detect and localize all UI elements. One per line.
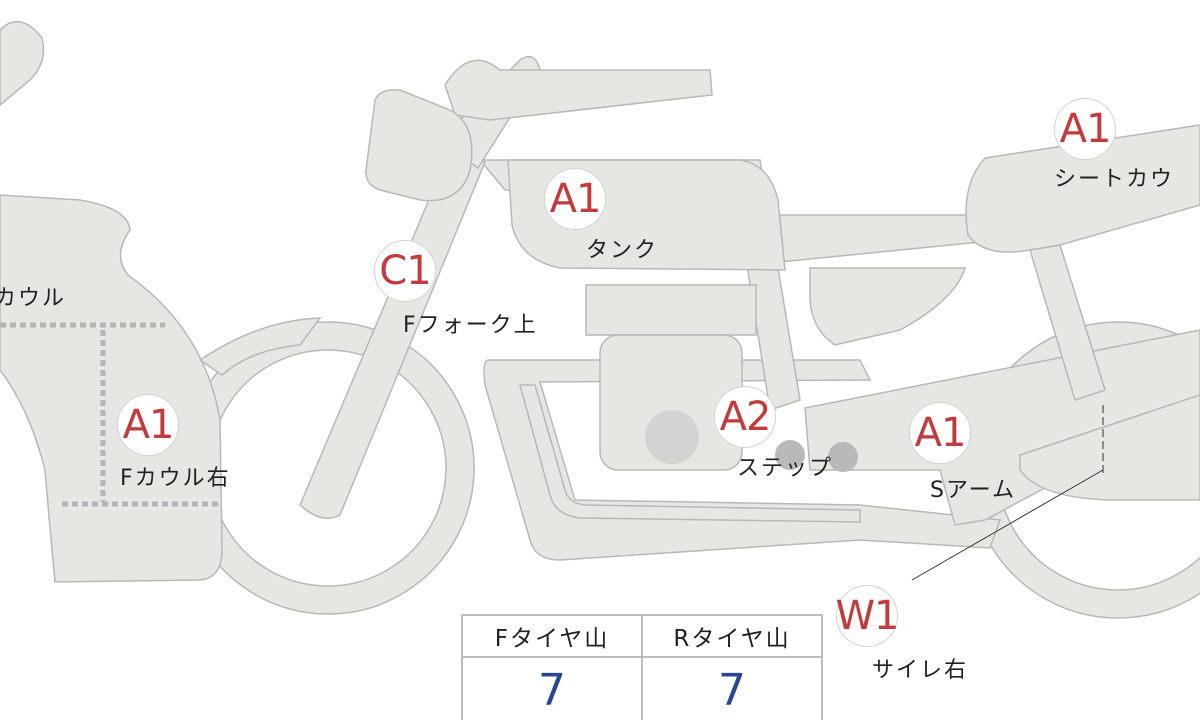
- headlight: [365, 88, 473, 202]
- side-cover: [809, 267, 967, 346]
- front-cowl: [0, 194, 223, 583]
- front-fender: [198, 317, 322, 376]
- handlebar: [444, 59, 713, 121]
- frame-inner: [519, 384, 861, 523]
- cowl-zone-dotted: [0, 322, 222, 507]
- mirror: [0, 21, 45, 106]
- value-rear-tire: 7: [641, 656, 823, 720]
- badge-step[interactable]: A2: [714, 386, 776, 448]
- badge-ffork-upper[interactable]: C1: [374, 240, 436, 302]
- header-front-tire: Fタイヤ山: [461, 614, 643, 658]
- frame-backbone: [758, 214, 1002, 263]
- badge-swingarm[interactable]: A1: [909, 402, 971, 464]
- label-silencer-right: サイレ右: [872, 658, 969, 683]
- header-rear-tire: Rタイヤ山: [641, 614, 823, 658]
- label-step: ステップ: [737, 456, 834, 481]
- label-tank: タンク: [586, 238, 659, 263]
- label-seat-cowl: シートカウ: [1054, 167, 1175, 192]
- label-fcowl-right: Fカウル右: [120, 466, 231, 491]
- badge-tank[interactable]: A1: [544, 168, 606, 230]
- step-right: [828, 442, 858, 472]
- engine-dent-spot: [645, 410, 699, 464]
- front-fork: [299, 149, 486, 520]
- tire-tread-table: Fタイヤ山 Rタイヤ山 7 7: [461, 614, 823, 720]
- label-ffork-upper: Fフォーク上: [403, 313, 538, 338]
- label-swingarm: Sアーム: [930, 478, 1016, 503]
- badge-fcowl-right[interactable]: A1: [117, 394, 179, 456]
- silencer-leader-line: [911, 405, 1104, 581]
- engine-head: [585, 284, 757, 336]
- seat-cowl: [965, 124, 1200, 253]
- value-front-tire: 7: [461, 656, 643, 720]
- badge-seat-cowl[interactable]: A1: [1054, 98, 1116, 160]
- badge-silencer-right[interactable]: W1: [836, 585, 900, 647]
- label-fcowl-partial: カウル: [0, 286, 67, 311]
- step-left: [775, 440, 805, 470]
